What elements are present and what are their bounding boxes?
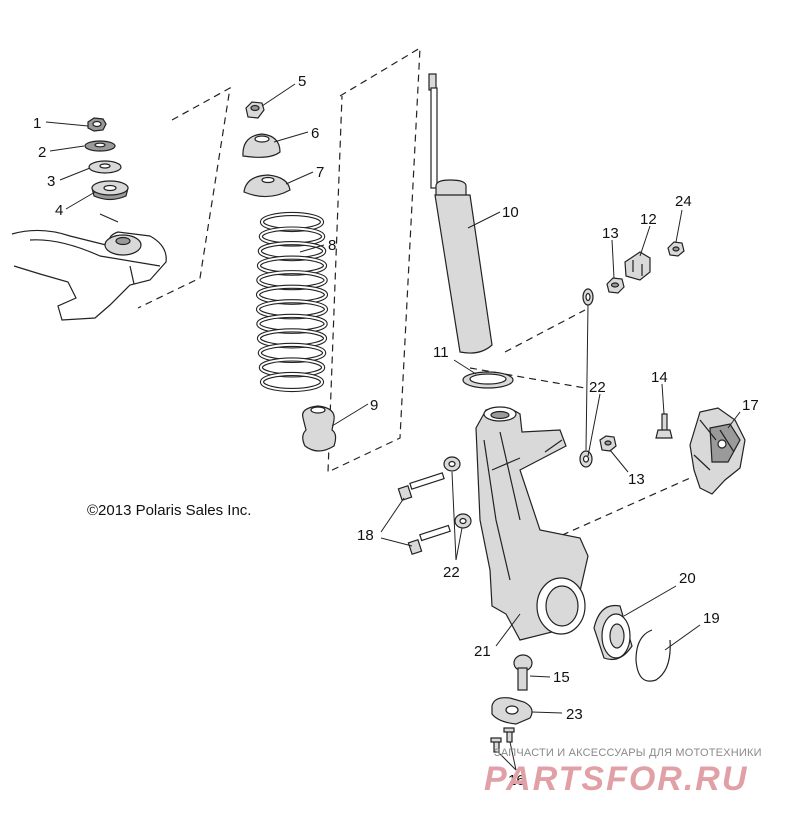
callout-14: 14	[651, 369, 668, 386]
washer-part-22-upper	[582, 288, 594, 306]
copyright-notice: ©2013 Polaris Sales Inc.	[87, 502, 251, 519]
group-outline-strut-upper	[504, 309, 586, 353]
washer-part-3	[88, 160, 122, 174]
callout-11: 11	[433, 344, 449, 361]
watermark-tagline: ЗАПЧАСТИ И АКСЕССУАРЫ ДЛЯ МОТОТЕХНИКИ	[494, 747, 762, 759]
washer-part-2	[84, 140, 116, 152]
bump-stop-part-9	[301, 405, 337, 452]
bushing-part-4	[91, 180, 129, 201]
nut-part-13-upper	[606, 277, 625, 294]
callout-10: 10	[502, 204, 519, 221]
seal-ring-part-11	[462, 371, 514, 389]
ball-joint-part-15	[513, 654, 533, 691]
callout-7: 7	[316, 164, 324, 181]
bolt-part-18-lower	[407, 524, 451, 556]
callout-13-lower: 13	[628, 471, 645, 488]
screw-part-16-left	[490, 737, 502, 753]
upper-seat-part-6	[242, 133, 281, 158]
callout-23: 23	[566, 706, 583, 723]
group-outline-mount	[137, 86, 231, 309]
nut-part-24	[667, 241, 685, 257]
steering-knuckle-part-21	[475, 406, 589, 641]
callout-24: 24	[675, 193, 692, 210]
nut-part-1	[87, 117, 107, 132]
plate-part-23	[491, 697, 533, 725]
callout-15: 15	[553, 669, 570, 686]
callout-19: 19	[703, 610, 720, 627]
shock-strut-part-10	[428, 73, 493, 354]
callout-12: 12	[640, 211, 657, 228]
washer-part-22-bolt-upper	[443, 456, 461, 472]
callout-3: 3	[47, 173, 55, 190]
spring-coil-highlight	[261, 373, 323, 391]
frame-mount-bracket	[11, 213, 167, 321]
wheel-bearing-part-20	[593, 604, 633, 661]
screw-part-16-right	[503, 727, 515, 743]
group-outline-strut-lower	[469, 367, 586, 389]
clip-part-12	[624, 251, 651, 281]
group-outline-caliper	[539, 477, 691, 546]
washer-part-22-lower	[579, 450, 593, 468]
leader-lines	[45, 83, 741, 771]
watermark-brand: PARTSFOR.RU	[484, 760, 748, 798]
bolt-part-14	[655, 413, 673, 439]
callout-22-lower: 22	[443, 564, 460, 581]
brake-caliper-part-17	[689, 407, 746, 495]
nut-part-5	[245, 101, 265, 119]
washer-part-22-bolt-lower	[454, 513, 472, 529]
nut-part-13-lower	[599, 435, 617, 452]
callout-5: 5	[298, 73, 306, 90]
callout-9: 9	[370, 397, 378, 414]
callout-2: 2	[38, 144, 46, 161]
callout-22-upper: 22	[589, 379, 606, 396]
coil-spring-part-8	[255, 211, 329, 393]
callout-18: 18	[357, 527, 374, 544]
group-outline-spring	[327, 46, 421, 473]
callout-21: 21	[474, 643, 491, 660]
snap-ring-part-19	[635, 629, 671, 682]
callout-20: 20	[679, 570, 696, 587]
callout-17: 17	[742, 397, 759, 414]
bolt-part-18-upper	[397, 472, 445, 502]
callout-6: 6	[311, 125, 319, 142]
callout-13-upper: 13	[602, 225, 619, 242]
callout-4: 4	[55, 202, 63, 219]
spring-seat-part-7	[243, 174, 291, 198]
callout-16: 16	[508, 772, 525, 789]
callout-1: 1	[33, 115, 41, 132]
callout-8: 8	[328, 237, 336, 254]
